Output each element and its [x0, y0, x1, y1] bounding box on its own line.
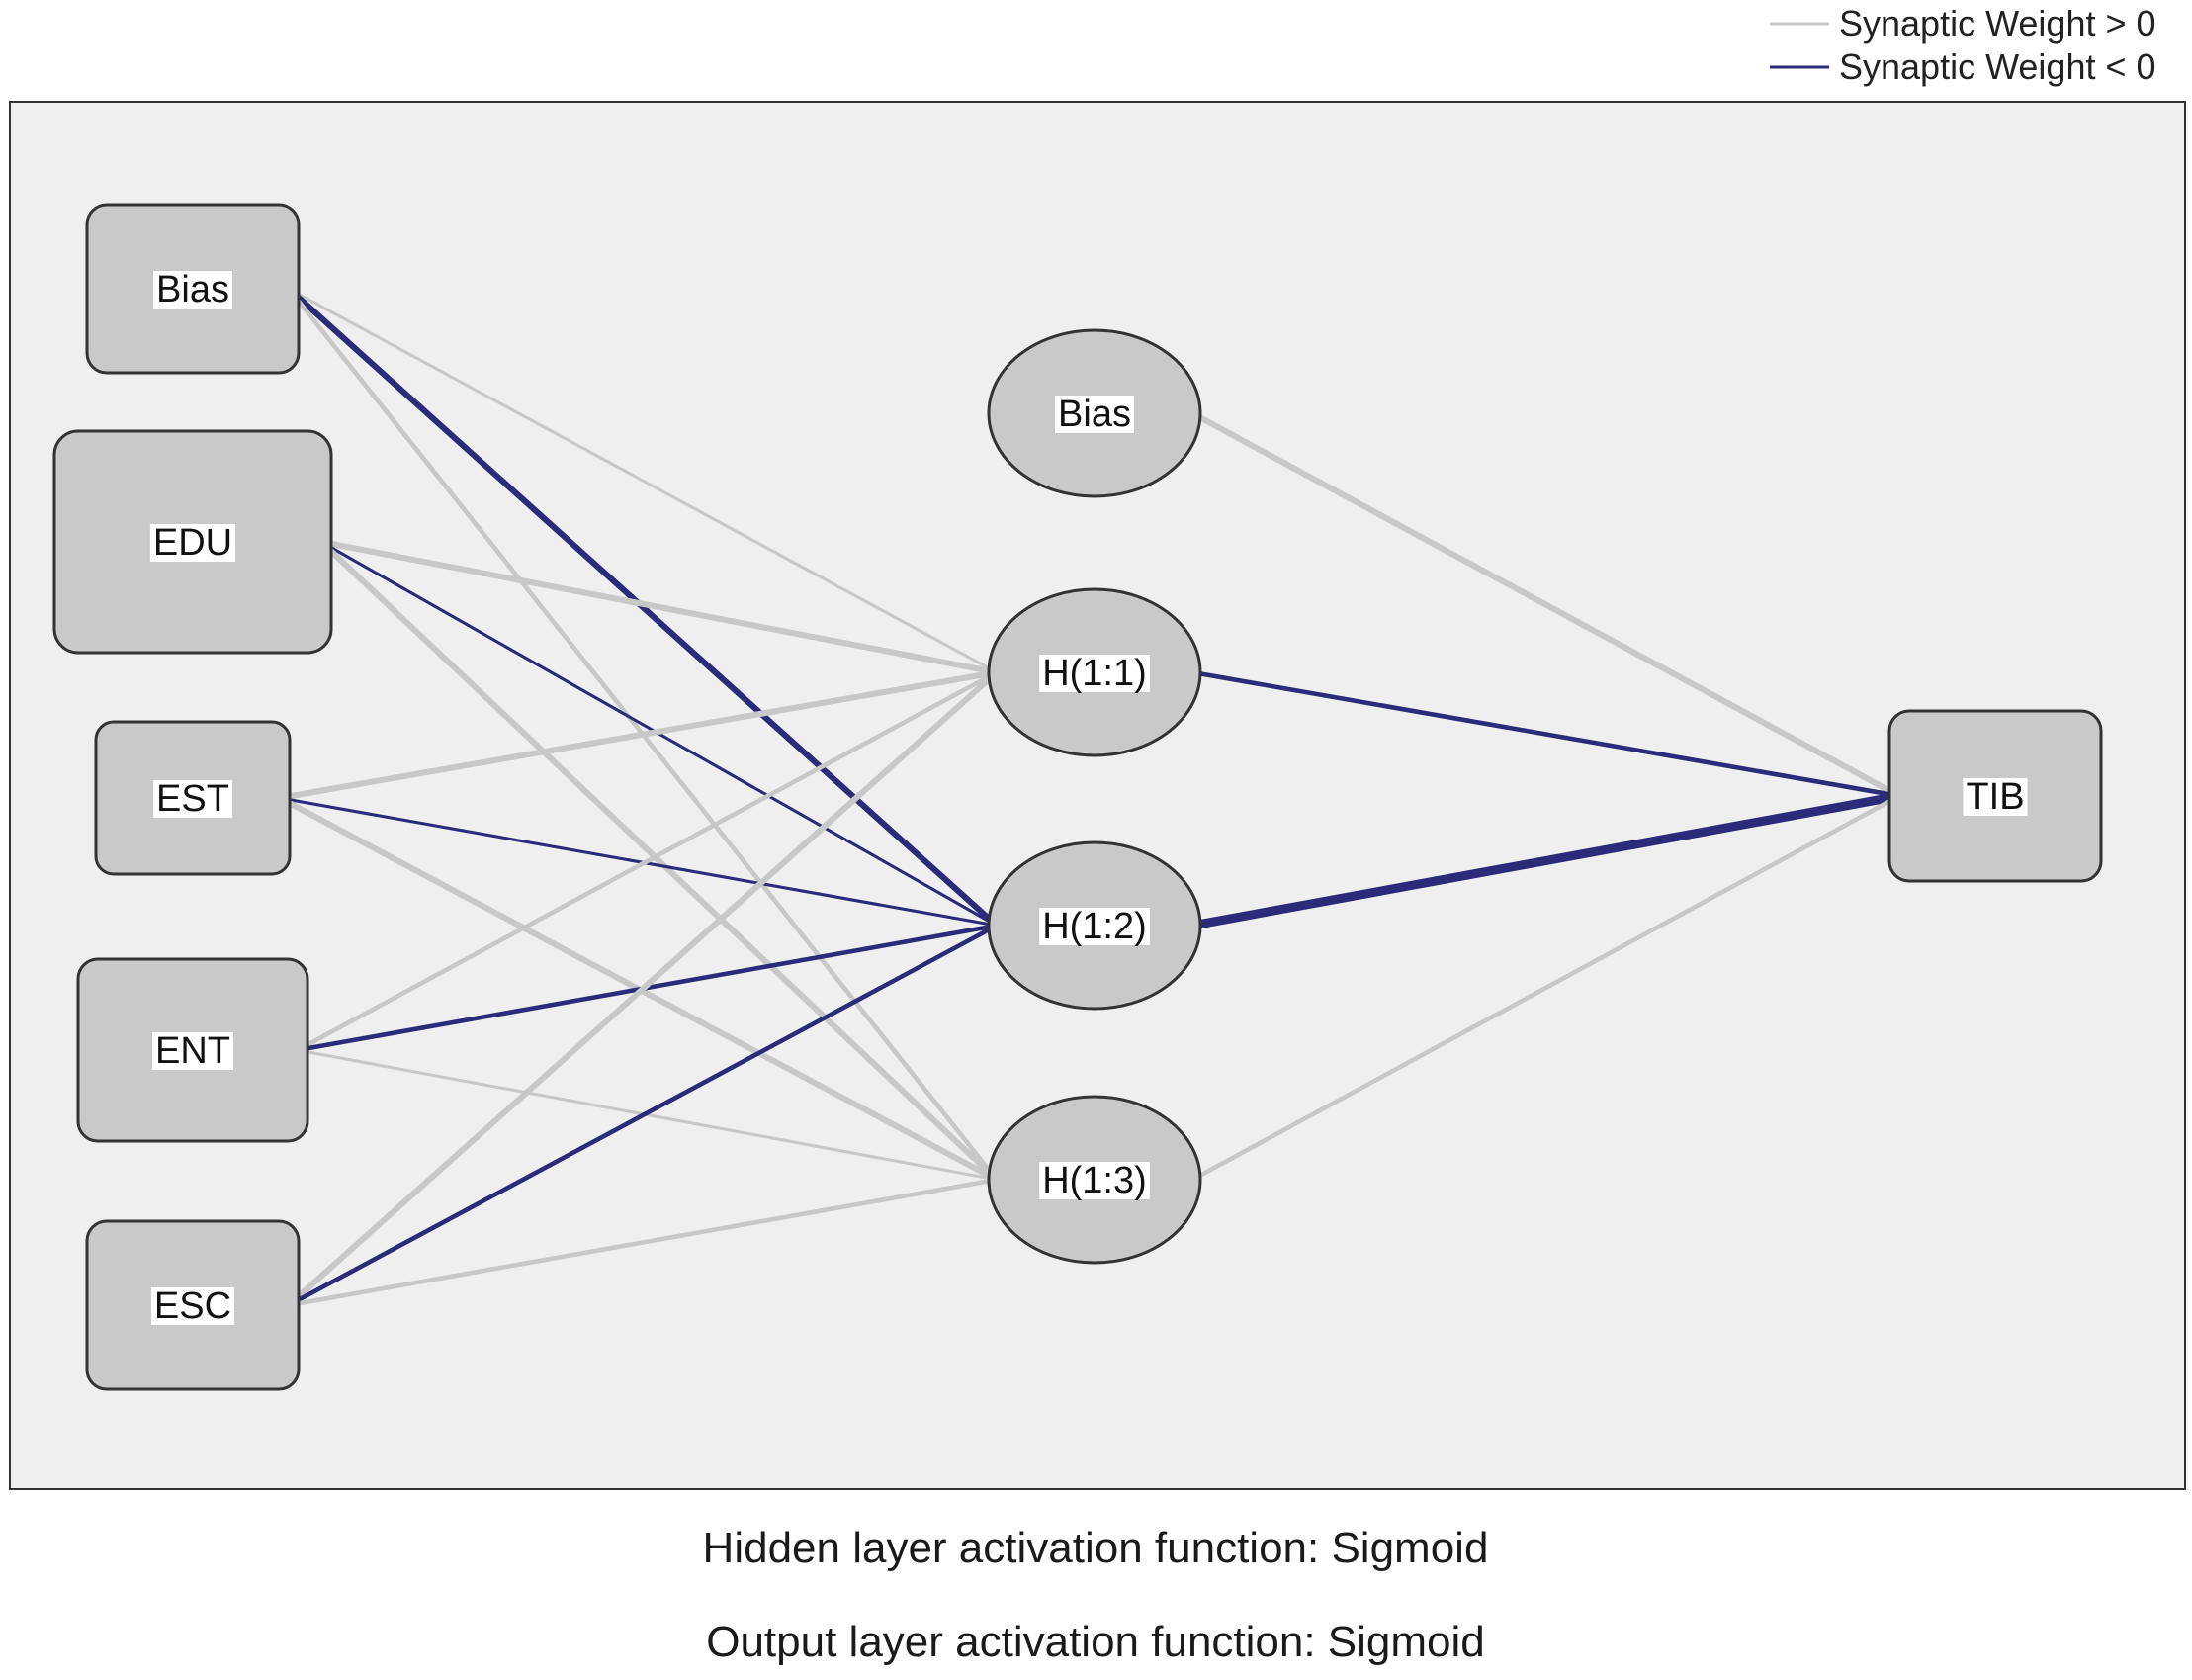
node-label-background [1039, 1162, 1150, 1199]
node-label-background [1963, 778, 2028, 816]
legend-positive-label: Synaptic Weight > 0 [1839, 3, 2156, 44]
node-label-background [1039, 655, 1150, 692]
node-in-edu: EDU [52, 429, 333, 655]
node-label-h1: H(1:1) [1042, 653, 1147, 694]
node-in-est: EST [94, 720, 292, 876]
connection-h_bias-to-out_tib [1188, 409, 1903, 800]
node-label-in-esc: ESC [154, 1285, 231, 1327]
node-label-in-bias: Bias [156, 269, 229, 310]
connection-in_ent-to-h1 [295, 669, 1000, 1053]
connection-in_edu-to-h1 [317, 538, 1001, 676]
node-h1: H(1:1) [987, 587, 1202, 757]
node-label-background [153, 271, 232, 309]
node-label-in-edu: EDU [153, 522, 232, 564]
node-label-in-ent: ENT [155, 1030, 230, 1072]
connection-in_esc-to-h3 [286, 1177, 1000, 1308]
node-h2: H(1:2) [987, 840, 1202, 1011]
node-label-background [1055, 396, 1134, 433]
hidden-activation-caption: Hidden layer activation function: Sigmoi… [703, 1524, 1489, 1572]
node-label-background [152, 1032, 233, 1070]
node-label-h3: H(1:3) [1042, 1160, 1147, 1201]
connection-in_esc-to-h2 [286, 923, 1000, 1308]
node-out-tib: TIB [1887, 709, 2103, 883]
connection-h2-to-out_tib [1187, 791, 1904, 930]
node-label-background [153, 780, 232, 818]
node-in-ent: ENT [76, 957, 309, 1143]
connection-in_bias-to-h2 [285, 285, 1001, 929]
connection-in_bias-to-h1 [287, 287, 999, 674]
connection-in_edu-to-h3 [317, 538, 1001, 1184]
node-label-background [1039, 908, 1150, 945]
node-label-h-bias: Bias [1058, 394, 1131, 435]
node-label-background [149, 524, 236, 562]
connection-in_est-to-h2 [278, 796, 999, 928]
legend-negative-label: Synaptic Weight < 0 [1839, 46, 2156, 87]
node-in-bias: Bias [85, 203, 301, 375]
connection-h1-to-out_tib [1189, 669, 1902, 799]
node-h3: H(1:3) [987, 1095, 1202, 1265]
legend: Synaptic Weight > 0 Synaptic Weight < 0 [1770, 3, 2156, 87]
node-label-in-est: EST [156, 778, 229, 820]
connections-layer [276, 285, 1904, 1309]
node-label-out-tib: TIB [1966, 776, 2024, 818]
connection-in_esc-to-h1 [285, 668, 1001, 1309]
node-label-h2: H(1:2) [1042, 906, 1147, 947]
connection-h3-to-out_tib [1189, 793, 1902, 1183]
connection-in_est-to-h1 [276, 668, 1001, 802]
node-in-esc: ESC [85, 1219, 301, 1391]
output-activation-caption: Output layer activation function: Sigmoi… [706, 1618, 1485, 1666]
node-h-bias: Bias [987, 328, 1202, 498]
node-label-background [150, 1287, 235, 1325]
